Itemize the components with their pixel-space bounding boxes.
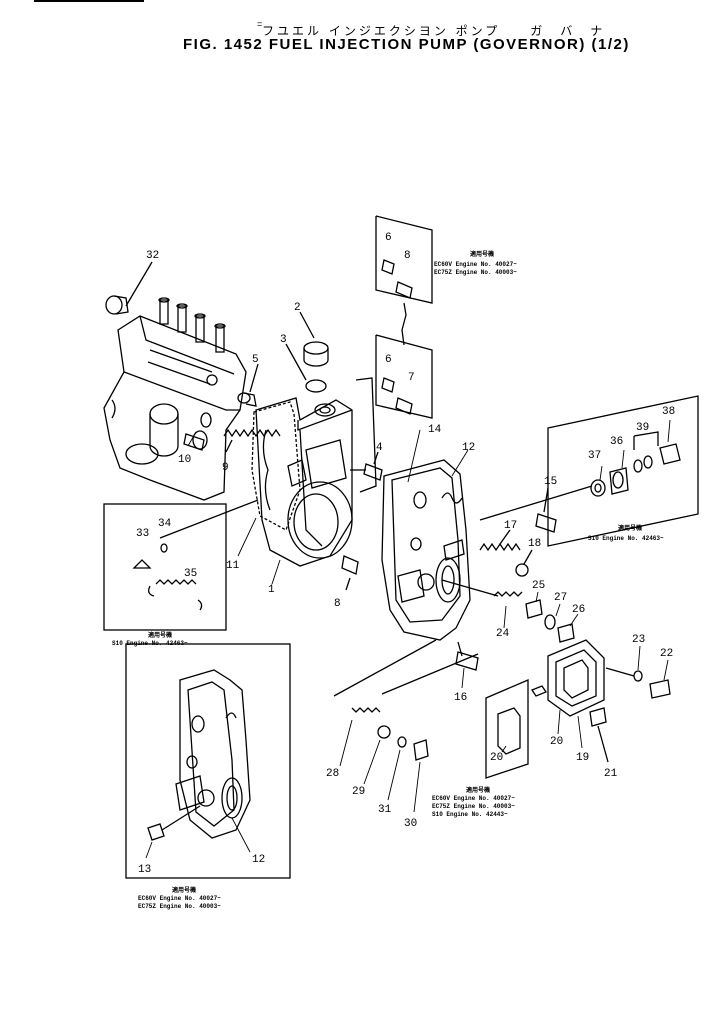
part-21-bolt	[589, 707, 607, 727]
part-18-nut	[515, 563, 529, 577]
callout-23: 23	[632, 634, 645, 646]
part-32-cap	[105, 261, 153, 315]
governor-housing	[255, 377, 377, 567]
note-right-heading: 適用号機	[618, 524, 642, 532]
note-bottom-left-line1: EC60V Engine No. 40027~	[138, 895, 221, 902]
callout-6-mid: 6	[385, 354, 392, 366]
note-right-line1: S10 Engine No. 42463~	[588, 535, 664, 542]
callout-14: 14	[428, 424, 442, 436]
callout-36: 36	[610, 436, 623, 448]
part-16-bolt	[455, 651, 479, 671]
note-left-line1: S10 Engine No. 42463~	[112, 640, 188, 647]
callout-8-top: 8	[404, 250, 411, 262]
part-15-bolt	[535, 513, 557, 533]
inset-top-parts	[381, 259, 413, 415]
callout-20-inset: 20	[490, 752, 503, 764]
part-9-spring	[223, 428, 281, 453]
diagram-title: FIG. 1452 FUEL INJECTION PUMP (GOVERNOR)…	[183, 36, 630, 53]
callout-12: 12	[462, 442, 475, 454]
part-2-plug	[299, 311, 329, 367]
leader-lines	[145, 419, 671, 859]
callout-29: 29	[352, 786, 365, 798]
callout-9: 9	[222, 462, 229, 474]
callout-12-inset: 12	[252, 854, 265, 866]
inset-box-left	[103, 503, 227, 631]
part-11-gasket	[251, 401, 301, 531]
part-22-bolt	[649, 679, 671, 699]
parts-28-to-31	[351, 707, 429, 761]
part-5-plug	[237, 363, 259, 407]
inset-box-right	[547, 395, 699, 547]
inset-box-gasket	[485, 679, 529, 779]
callout-20: 20	[550, 736, 563, 748]
part-23-washer	[633, 670, 643, 682]
callout-10: 10	[178, 454, 191, 466]
part-20-gasket	[497, 707, 521, 755]
inset-bottom-left-cover	[147, 669, 251, 841]
callout-19: 19	[576, 752, 589, 764]
callout-27: 27	[554, 592, 567, 604]
callout-30: 30	[404, 818, 417, 830]
callout-3: 3	[280, 334, 287, 346]
callout-25: 25	[532, 580, 545, 592]
note-mid-line3: S10 Engine No. 42443~	[432, 811, 508, 818]
injection-pump-body	[103, 297, 247, 501]
callout-8-bottom: 8	[334, 598, 341, 610]
note-mid-line2: EC75Z Engine No. 40003~	[432, 803, 515, 810]
note-top-line2: EC75Z Engine No. 40003~	[434, 269, 517, 276]
callout-32: 32	[146, 250, 159, 262]
callout-37: 37	[588, 450, 601, 462]
callout-26: 26	[572, 604, 585, 616]
callout-6-top: 6	[385, 232, 392, 244]
callout-31: 31	[378, 804, 392, 816]
callout-7: 7	[408, 372, 415, 384]
callout-34: 34	[158, 518, 172, 530]
governor-cover	[381, 459, 471, 641]
callout-17: 17	[504, 520, 517, 532]
diagram-subtitle-japanese: フユエル インジエクシヨン ポンプ ガ バ ナ	[262, 24, 606, 38]
header-mark: =	[257, 19, 263, 29]
note-bottom-left-line2: EC75Z Engine No. 40003~	[138, 903, 221, 910]
note-top-line1: EC60V Engine No. 40027~	[434, 261, 517, 268]
parts-24-to-27	[493, 591, 575, 643]
callout-21: 21	[604, 768, 618, 780]
callout-35: 35	[184, 568, 197, 580]
note-left-heading: 適用号機	[148, 631, 172, 639]
callout-22: 22	[660, 648, 673, 660]
inspection-cover	[531, 639, 605, 717]
inset-box-top	[375, 215, 433, 419]
top-rule	[34, 0, 144, 2]
part-3-washer	[305, 379, 327, 393]
callout-33: 33	[136, 528, 149, 540]
part-17-spring	[479, 542, 521, 552]
part-4-bolt	[350, 451, 383, 481]
note-top-heading: 適用号機	[470, 250, 494, 258]
part-8-bolt-lower	[341, 555, 359, 591]
callout-28: 28	[326, 768, 339, 780]
callout-24: 24	[496, 628, 510, 640]
callout-11: 11	[226, 560, 240, 572]
callout-1: 1	[268, 584, 275, 596]
callout-15: 15	[544, 476, 557, 488]
callout-4: 4	[376, 442, 383, 454]
callout-39: 39	[636, 422, 649, 434]
note-mid-line1: EC60V Engine No. 40027~	[432, 795, 515, 802]
note-bottom-left-heading: 適用号機	[172, 886, 196, 894]
inset-right-parts	[590, 431, 681, 497]
note-mid-heading: 適用号機	[466, 786, 490, 794]
callout-38: 38	[662, 406, 675, 418]
callout-2: 2	[294, 302, 301, 314]
callout-13: 13	[138, 864, 151, 876]
inset-left-parts	[132, 543, 203, 611]
inset-box-bottom-left	[125, 643, 291, 879]
callout-5: 5	[252, 354, 259, 366]
callout-16: 16	[454, 692, 467, 704]
callout-18: 18	[528, 538, 541, 550]
